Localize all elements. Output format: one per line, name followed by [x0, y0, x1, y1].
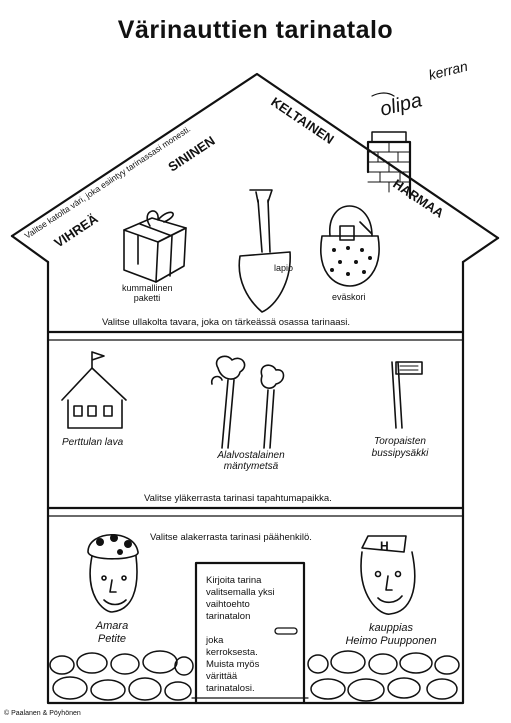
shovel-drawing [238, 189, 291, 313]
basket-label: eväskori [332, 292, 366, 302]
forest-label-line2: mäntymetsä [223, 461, 279, 472]
stones-left [49, 650, 194, 701]
bus-stop-label-line2: bussipysäkki [371, 448, 429, 459]
heimo-label-line2: Heimo Puupponen [345, 635, 437, 647]
package-label-line1: kummallinen [122, 283, 173, 293]
door-text-line: Muista myös [206, 659, 260, 670]
door-text-line: tarinatalosi. [206, 683, 255, 694]
door-text-line: värittää [206, 671, 238, 682]
bus-stop-label: Toropaisten bussipysäkki [362, 436, 438, 460]
door-text-line: tarinatalon [206, 611, 251, 622]
pavilion-label: Perttulan lava [62, 437, 124, 448]
door-text-line: joka [206, 635, 224, 646]
package-label-line2: paketti [133, 293, 161, 303]
page-title: Värinauttien tarinatalo [117, 16, 394, 44]
heimo-drawing [360, 535, 416, 615]
cap-letter: H [380, 539, 389, 553]
oipa-line2: kerran [427, 58, 470, 83]
bus-stop-label-line1: Toropaisten [374, 436, 426, 447]
amara-label-line2: Petite [97, 633, 127, 645]
door-text-line [206, 623, 296, 635]
door [194, 561, 306, 705]
oipa-line1: olipa [378, 89, 424, 121]
downstairs-instruction: Valitse alakerrasta tarinasi päähenkilö. [150, 532, 312, 543]
door-text-line: kerroksesta. [206, 647, 258, 658]
amara-label-line1: Amara [95, 620, 129, 632]
copyright: © Paalanen & Pöyhönen [4, 710, 81, 717]
basket-drawing [320, 205, 380, 287]
package-drawing [123, 210, 187, 283]
amara-label: Amara Petite [80, 620, 144, 646]
heimo-label: kauppias Heimo Puupponen [336, 622, 446, 648]
upstairs-instruction: Valitse yläkerrasta tarinasi tapahtumapa… [144, 493, 332, 504]
bus-stop-drawing [391, 361, 423, 429]
roof-outline [10, 72, 500, 240]
door-text-line: valitsemalla yksi [206, 587, 275, 598]
forest-label: Alalvostalainen mäntymetsä [208, 450, 294, 472]
stones-right [307, 650, 460, 702]
shovel-label: lapio [274, 263, 294, 273]
door-text-line: vaihtoehto [206, 599, 250, 610]
pine-trees-drawing [210, 355, 285, 449]
pavilion-drawing [61, 351, 127, 429]
attic-instruction: Valitse ullakolta tavara, joka on tärkeä… [102, 317, 351, 328]
forest-label-line1: Alalvostalainen [217, 450, 285, 461]
door-text-line: Kirjoita tarina [206, 575, 262, 586]
heimo-label-line1: kauppias [368, 622, 414, 634]
package-label: kummallinen paketti [122, 283, 173, 303]
amara-drawing [87, 533, 139, 613]
door-text: Kirjoita tarina valitsemalla yksi vaihto… [206, 575, 296, 695]
